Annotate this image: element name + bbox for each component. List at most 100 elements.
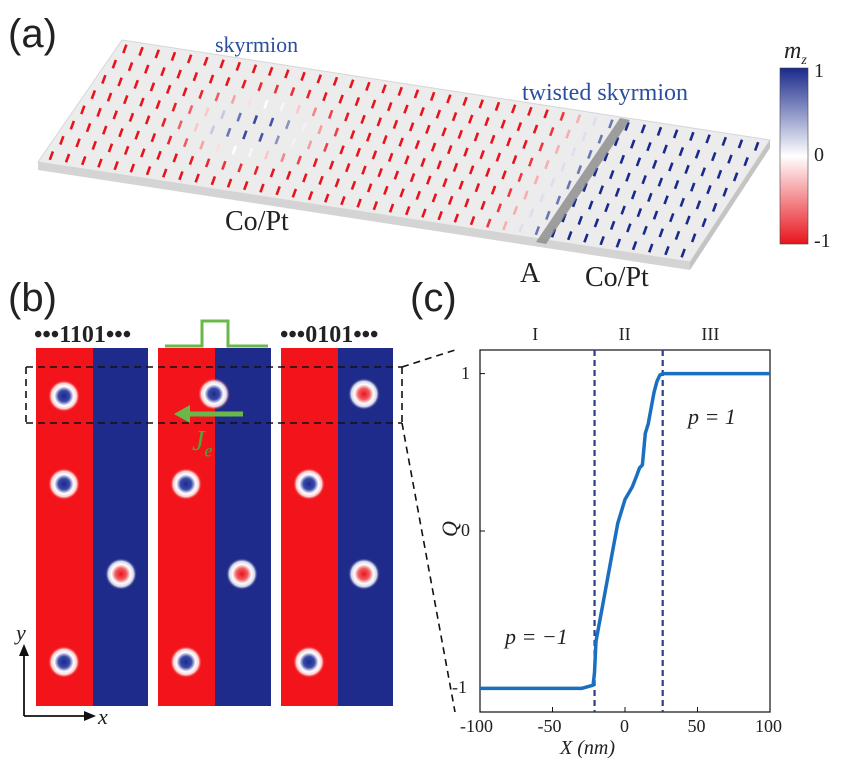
spin-arrow xyxy=(75,138,81,148)
spin-arrow xyxy=(435,109,442,119)
y-tick-label: 0 xyxy=(461,520,470,540)
spin-arrow xyxy=(468,165,475,175)
annotation-right: p = 1 xyxy=(688,404,736,429)
spin-arrow xyxy=(690,233,697,243)
spin-arrow xyxy=(214,92,221,102)
spin-arrow xyxy=(296,155,302,165)
spin-arrow xyxy=(128,112,135,123)
spin-arrow xyxy=(366,183,373,193)
spin-arrow xyxy=(500,119,506,129)
spin-arrow xyxy=(710,151,717,162)
spin-arrow xyxy=(177,120,183,130)
spin-arrow xyxy=(80,155,87,166)
spin-arrow xyxy=(436,160,443,170)
track-1-blue xyxy=(93,348,148,706)
spin-arrow xyxy=(383,185,389,196)
spin-arrow xyxy=(528,208,535,218)
spin-arrow xyxy=(647,192,653,203)
spin-arrow xyxy=(711,202,718,213)
spin-arrow xyxy=(161,168,168,178)
spin-arrow xyxy=(332,76,339,87)
spin-arrow xyxy=(230,94,237,105)
spin-arrow xyxy=(495,152,502,162)
spin-arrow xyxy=(451,111,458,122)
spin-arrow xyxy=(414,139,421,150)
spin-arrow xyxy=(512,205,519,216)
panel-a-label: (a) xyxy=(8,12,57,56)
spin-arrow xyxy=(527,106,533,117)
spin-arrow xyxy=(106,92,113,102)
spin-arrow xyxy=(219,59,225,69)
spin-arrow xyxy=(154,49,161,59)
spin-arrow xyxy=(397,86,404,97)
spin-arrow xyxy=(518,223,524,233)
spin-arrow xyxy=(350,180,357,191)
material-left-label: Co/Pt xyxy=(225,206,289,237)
spin-arrow xyxy=(615,238,622,248)
spin-arrow xyxy=(591,116,598,127)
spin-arrow xyxy=(328,160,335,170)
skyrmion xyxy=(48,380,80,412)
spin-arrow xyxy=(241,79,247,89)
spin-arrow xyxy=(398,137,404,147)
spin-arrow xyxy=(441,127,447,137)
x-axis-label: X (nm) xyxy=(560,737,615,759)
spin-arrow xyxy=(662,144,668,154)
spin-arrow xyxy=(672,129,679,139)
spin-arrow xyxy=(333,127,340,137)
material-right-label: Co/Pt xyxy=(585,262,649,293)
spin-arrow xyxy=(252,114,259,125)
panel-c-label: (c) xyxy=(410,276,457,320)
skyrmion xyxy=(170,646,202,678)
spin-arrow xyxy=(619,154,626,165)
skyrmion xyxy=(105,558,137,590)
colorbar xyxy=(779,67,809,245)
spin-arrow xyxy=(251,64,258,74)
spin-arrow xyxy=(165,84,172,95)
spin-arrow xyxy=(365,132,372,142)
spin-arrow xyxy=(143,64,150,74)
spin-arrow xyxy=(485,167,491,178)
spin-arrow xyxy=(635,157,642,167)
zoom-selection-box xyxy=(25,349,456,713)
spin-arrow xyxy=(226,178,233,188)
spin-arrow xyxy=(548,126,555,137)
colorbar-tick-mid: 0 xyxy=(814,144,824,166)
spin-arrow xyxy=(437,210,443,221)
spin-arrow xyxy=(604,202,610,213)
skyrmion xyxy=(293,646,325,678)
spin-arrow xyxy=(178,170,184,181)
spin-arrow xyxy=(570,147,577,157)
spin-arrow xyxy=(203,56,209,67)
spin-arrow xyxy=(221,160,227,171)
spin-arrow xyxy=(523,190,529,200)
spin-arrow xyxy=(587,149,593,160)
spin-arrow xyxy=(716,169,723,180)
spin-arrow xyxy=(658,228,665,238)
skyrmion xyxy=(348,558,380,590)
spin-arrow xyxy=(344,162,351,173)
spin-arrow xyxy=(457,129,464,140)
spin-arrow xyxy=(107,143,114,153)
x-tick-label: -50 xyxy=(537,716,562,736)
spin-arrow xyxy=(467,114,474,124)
spin-arrow xyxy=(646,141,652,152)
spin-arrow xyxy=(453,213,460,223)
spin-arrow xyxy=(284,119,291,130)
spin-arrow xyxy=(554,144,561,155)
spin-arrow xyxy=(480,200,486,211)
x-tick-label: 50 xyxy=(687,716,706,736)
spin-arrow xyxy=(679,197,686,208)
spin-arrow xyxy=(199,140,205,150)
spin-arrow xyxy=(496,203,503,213)
spin-arrow xyxy=(727,154,733,164)
colorbar-tick-top: 1 xyxy=(814,60,824,82)
spin-arrow xyxy=(96,107,102,118)
spin-arrow xyxy=(581,131,587,142)
spin-arrow xyxy=(534,225,541,236)
spin-arrow xyxy=(253,165,260,176)
spin-arrow xyxy=(674,230,681,241)
spin-arrow xyxy=(138,46,144,57)
spin-arrow xyxy=(209,125,216,135)
